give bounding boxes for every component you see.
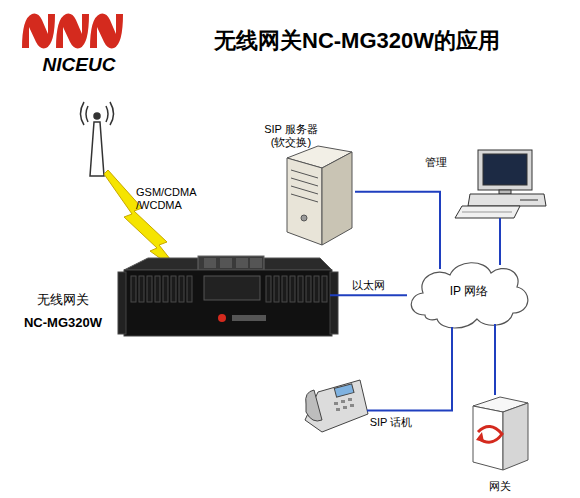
node-label: 网关 <box>470 480 530 493</box>
node-label: 管理 <box>419 156 453 169</box>
gateway-server-node: 网关 <box>470 395 530 470</box>
link-label: 以太网 <box>352 279 385 292</box>
network-link <box>367 327 452 410</box>
gateway-server-illustration <box>473 397 528 470</box>
network-link <box>330 294 407 296</box>
node-label: IP 网络 <box>405 284 533 298</box>
network-link <box>355 192 440 269</box>
node-label: NC-MG320W <box>13 315 113 331</box>
network-link <box>494 324 496 395</box>
logo-text: NICEUC <box>24 54 134 77</box>
gateway-device <box>118 256 338 336</box>
pc-illustration <box>455 150 546 218</box>
network-cloud: IP 网络 <box>405 255 533 330</box>
pc-node: 管理 <box>455 148 547 218</box>
phone-illustration <box>305 380 368 432</box>
diagram-title: 无线网关NC-MG320W的应用 <box>214 28 500 54</box>
gateway-device: 无线网关NC-MG320W <box>125 265 330 337</box>
antenna-tower <box>81 102 114 176</box>
node-label: SIP 话机 <box>361 416 421 429</box>
server-node: SIP 服务器 (软交换) <box>285 150 355 245</box>
phone-node: SIP 话机 <box>305 378 367 432</box>
node-label: SIP 服务器 (软交换) <box>253 123 329 149</box>
node-label: 无线网关 <box>13 292 113 308</box>
link-label: GSM/CDMA /WCDMA <box>136 186 204 212</box>
network-link <box>499 218 501 265</box>
server-illustration <box>287 146 352 245</box>
logo-mark <box>22 14 123 49</box>
